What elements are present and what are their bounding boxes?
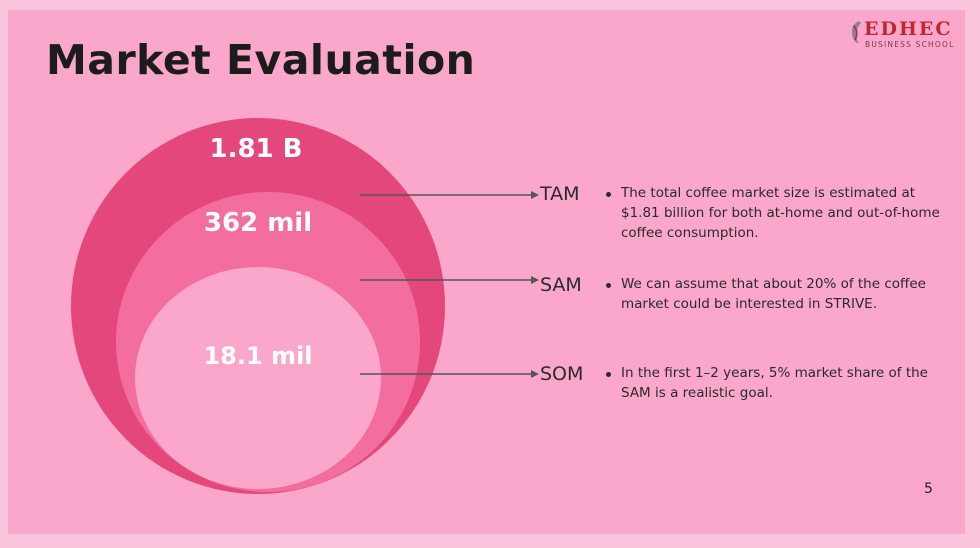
logo-subtitle: BUSINESS SCHOOL	[865, 40, 955, 49]
tam-value-label: 1.81 B	[209, 134, 303, 164]
edhec-logo: EDHEC BUSINESS SCHOOL	[848, 16, 960, 50]
logo-name: EDHEC	[864, 18, 953, 40]
tam-abbr: TAM	[540, 183, 580, 205]
sam-description: We can assume that about 20% of the coff…	[621, 276, 926, 312]
bullet-icon	[606, 192, 611, 197]
som-circle	[135, 267, 381, 489]
bullet-icon	[606, 283, 611, 288]
som-description: In the first 1–2 years, 5% market share …	[621, 365, 928, 401]
som-value-label: 18.1 mil	[203, 342, 313, 370]
slide-title: Market Evaluation	[46, 36, 476, 84]
page-number: 5	[924, 481, 933, 497]
sam-abbr: SAM	[540, 274, 582, 296]
som-abbr: SOM	[540, 363, 584, 385]
slide: Market Evaluation EDHEC BUSINESS SCHOOL …	[8, 10, 965, 534]
edhec-emblem-icon	[851, 21, 861, 43]
tam-description: The total coffee market size is estimate…	[621, 185, 940, 241]
connector-arrows	[360, 191, 539, 378]
sam-value-label: 362 mil	[203, 208, 313, 238]
market-circles	[71, 118, 445, 494]
bullet-icon	[606, 372, 611, 377]
